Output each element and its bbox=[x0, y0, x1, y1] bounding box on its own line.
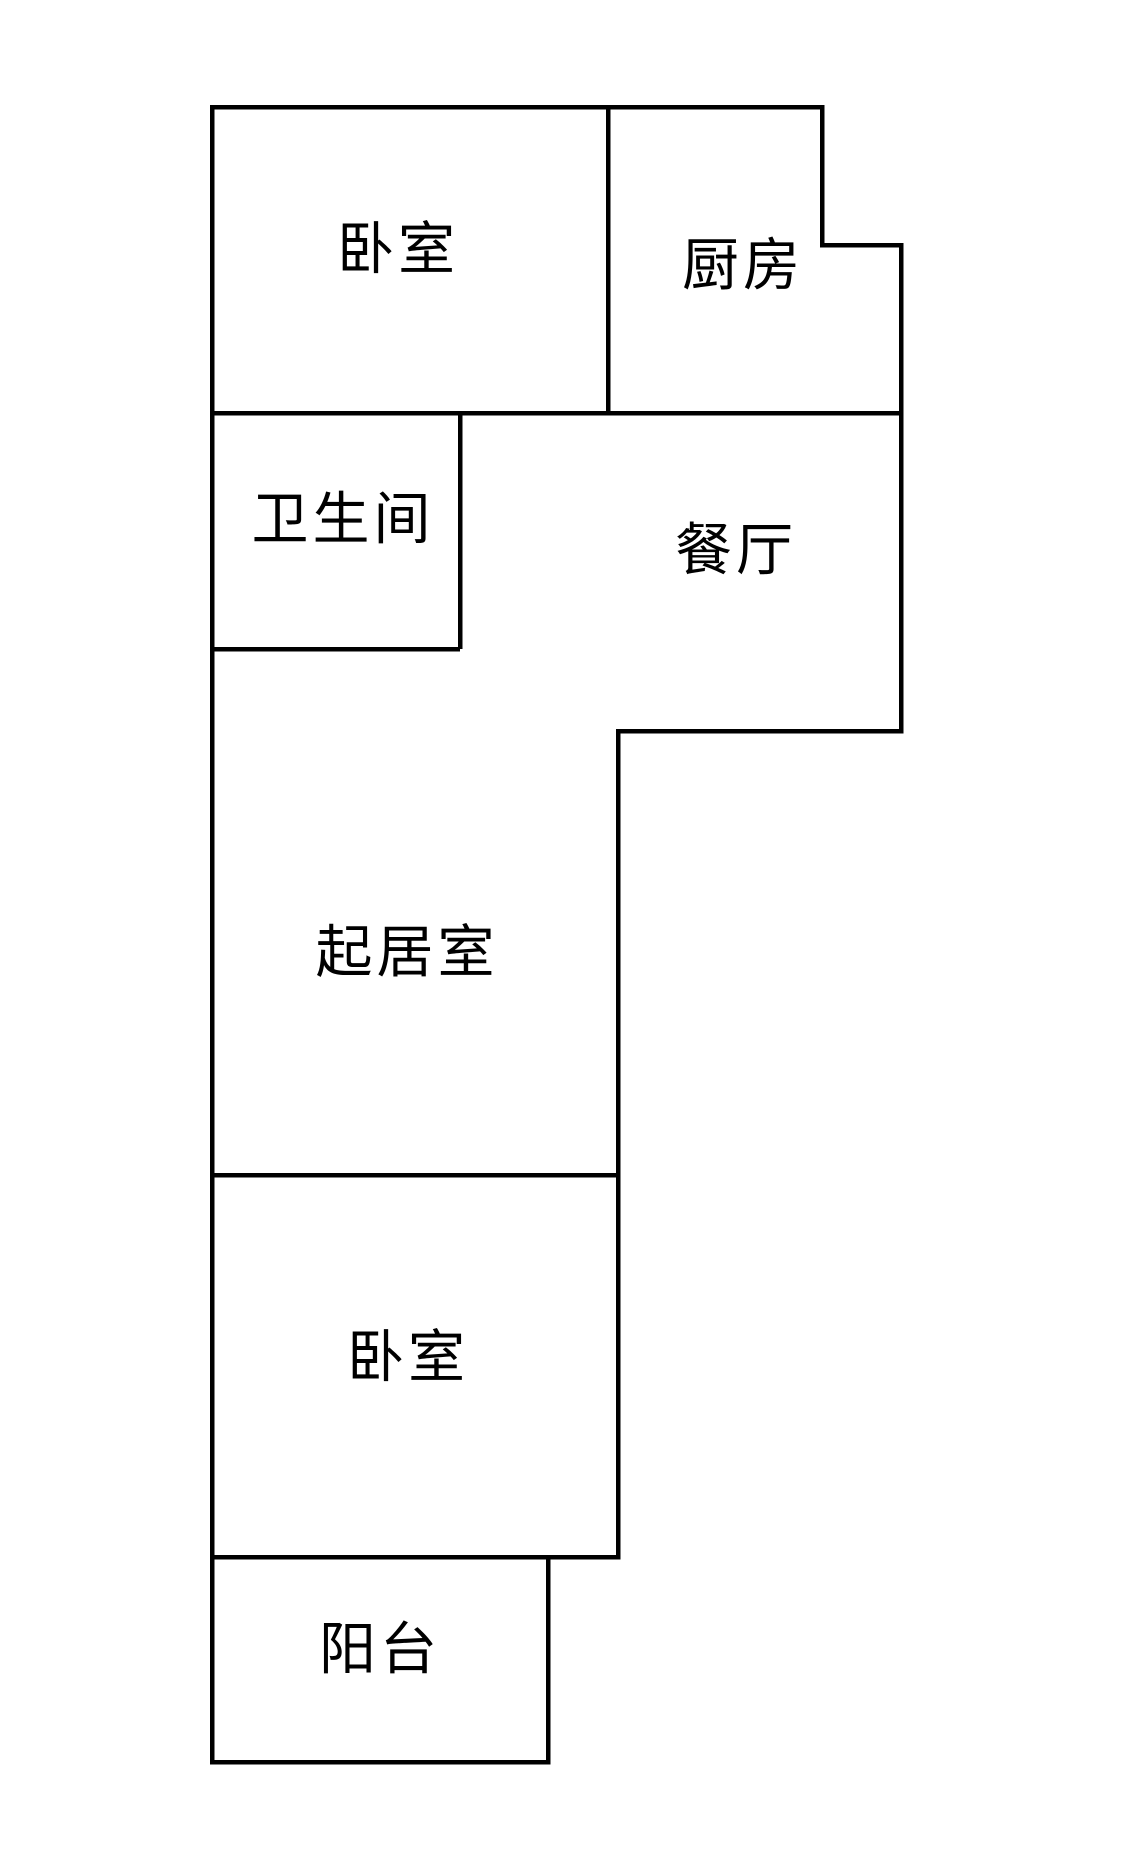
room-label-dining-room: 餐厅 bbox=[675, 517, 797, 584]
room-label-balcony: 阳台 bbox=[319, 1616, 441, 1683]
room-label-bedroom-top: 卧室 bbox=[337, 216, 459, 283]
room-label-bathroom: 卫生间 bbox=[251, 486, 435, 553]
outer-wall-path bbox=[209, 104, 904, 1765]
room-label-bedroom-lower: 卧室 bbox=[347, 1324, 469, 1391]
room-label-kitchen: 厨房 bbox=[682, 232, 804, 299]
room-label-living-room: 起居室 bbox=[315, 919, 499, 986]
